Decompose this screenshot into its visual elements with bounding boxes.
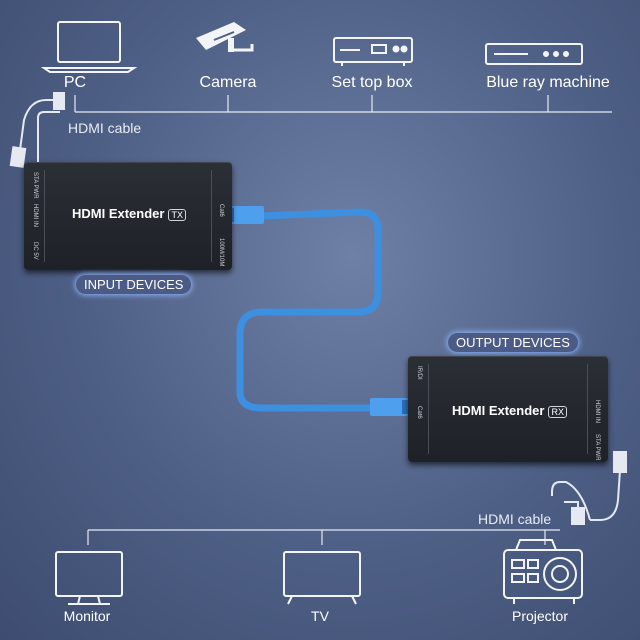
rx-badge: RX — [548, 406, 567, 418]
port-label-ir: IR/DI — [416, 366, 422, 380]
port-label-sta-pwr: STA PWR — [594, 434, 600, 461]
hdmi-cable-label-top: HDMI cable — [68, 120, 142, 136]
output-devices-label: OUTPUT DEVICES — [448, 333, 578, 352]
input-devices-label: INPUT DEVICES — [76, 275, 192, 294]
port-label-sta-pwr: STA PWR — [32, 172, 38, 199]
tv-icon — [283, 551, 361, 605]
source-label-camera: Camera — [199, 74, 257, 91]
set-top-box-icon — [333, 37, 413, 66]
port-label-speed: 100M/10M — [218, 238, 224, 267]
port-label-hdmi: HDMI IN — [594, 400, 600, 423]
hdmi-cable-input — [9, 92, 65, 178]
bluray-player-icon — [485, 43, 583, 65]
source-label-set-top-box: Set top box — [331, 74, 413, 91]
rj45-plug-rx — [370, 398, 410, 416]
hdmi-extender-rx: IR/DI Cat6 HDMI IN STA PWR HDMI Extender… — [408, 356, 608, 462]
laptop-icon — [40, 21, 138, 73]
monitor-icon — [55, 551, 123, 605]
projector-icon — [503, 539, 583, 604]
cctv-camera-icon — [196, 22, 254, 52]
source-label-pc: PC — [63, 74, 87, 91]
tx-badge: TX — [168, 209, 186, 221]
output-label-tv: TV — [311, 608, 329, 624]
cat6-cable — [236, 208, 382, 412]
output-label-projector: Projector — [511, 608, 569, 624]
port-label-dc: DC 5V — [32, 242, 38, 260]
source-label-bluray: Blue ray machine — [486, 74, 610, 91]
port-label-cat: Cat6 — [218, 204, 224, 217]
hdmi-cable-label-bottom: HDMI cable — [478, 511, 552, 527]
output-label-monitor: Monitor — [63, 608, 111, 624]
hdmi-extender-tx: STA PWR HDMI IN DC 5V Cat6 100M/10M HDMI… — [24, 162, 232, 270]
port-label-hdmi-in: HDMI IN — [32, 204, 38, 227]
hdmi-cable-output — [551, 451, 627, 525]
port-label-cat: Cat6 — [416, 406, 422, 419]
